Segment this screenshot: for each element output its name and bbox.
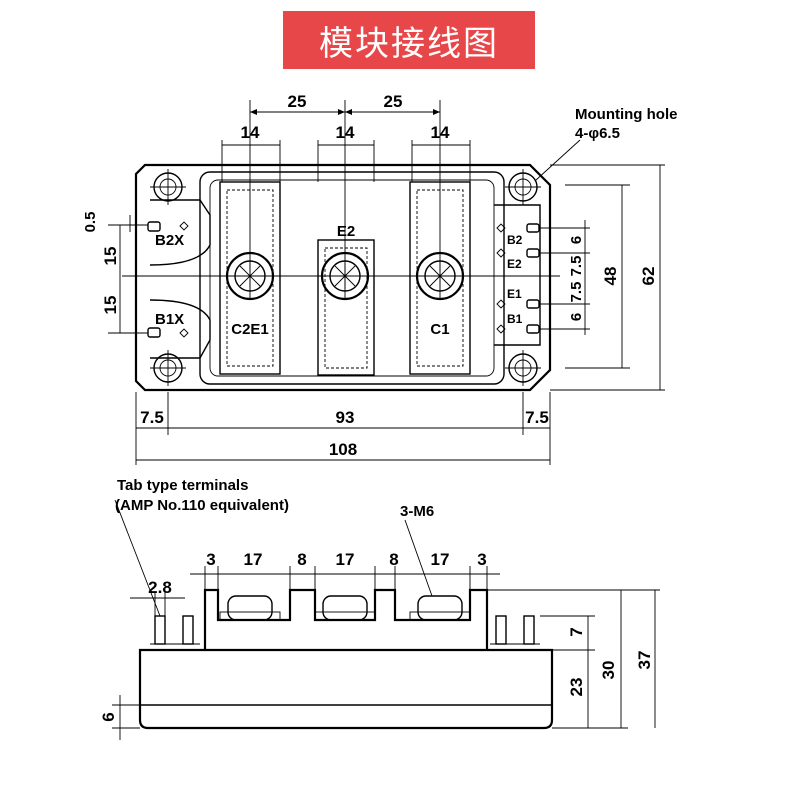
dim-height-inner: 48 (601, 267, 620, 286)
terminal-plate-e2 (317, 239, 375, 376)
dim-right-6-top: 6 (568, 236, 585, 244)
side-view: Tab type terminals (AMP No.110 equivalen… (99, 477, 660, 740)
dim-side-17-1: 17 (244, 550, 263, 569)
label-b2x: B2X (155, 232, 184, 249)
tab-terminal-b2x (147, 221, 189, 232)
dim-hole-span: 93 (336, 408, 355, 427)
dim-side-23: 23 (567, 678, 586, 697)
mounting-hole-spec: 4-φ6.5 (575, 125, 620, 142)
tab-type-equivalent: (AMP No.110 equivalent) (115, 497, 289, 514)
tab-type-label: Tab type terminals (117, 477, 248, 494)
dim-side-17-3: 17 (431, 550, 450, 569)
dim-side-8-2: 8 (389, 550, 398, 569)
side-screw-2 (314, 595, 376, 621)
top-view: 25 25 14 14 14 Mounting hole 4-φ6.5 0.5 … (82, 92, 677, 465)
left-upper-clip (149, 199, 211, 266)
side-tabs-right (490, 615, 540, 645)
dim-edge-left: 7.5 (140, 408, 164, 427)
dim-terminal-width-1: 14 (241, 123, 260, 142)
dim-base-height: 6 (99, 712, 118, 721)
dim-right-7-5-bottom: 7.5 (568, 282, 585, 303)
dim-right-7-5-top: 7.5 (568, 256, 585, 277)
side-screw-3 (409, 595, 471, 621)
dim-total-length: 108 (329, 440, 357, 459)
dim-side-30: 30 (599, 661, 618, 680)
label-c1: C1 (430, 321, 449, 338)
dim-terminal-width-2: 14 (336, 123, 355, 142)
label-b1x: B1X (155, 311, 184, 328)
label-b1: B1 (507, 312, 523, 326)
dim-side-3-left: 3 (206, 550, 215, 569)
dim-side-3-right: 3 (477, 550, 486, 569)
screw-spec-label: 3-M6 (400, 503, 434, 520)
mounting-hole-bottom-right (505, 350, 541, 386)
mounting-hole-top-right (505, 169, 541, 205)
dim-side-37: 37 (635, 651, 654, 670)
mounting-hole-label: Mounting hole (575, 106, 677, 123)
tab-terminal-b1x (147, 327, 189, 338)
label-e1: E1 (507, 287, 522, 301)
dim-left-lower: 15 (101, 296, 120, 315)
left-lower-clip (149, 299, 211, 359)
dim-edge-right: 7.5 (525, 408, 549, 427)
label-e2: E2 (507, 257, 522, 271)
mounting-hole-top-left (150, 169, 186, 205)
label-e2-main: E2 (337, 223, 355, 240)
bottom-dimensions (135, 392, 551, 465)
label-c2e1: C2E1 (231, 321, 269, 338)
dim-terminal-width-3: 14 (431, 123, 450, 142)
right-terminal-area (494, 204, 541, 346)
top-dimensions (221, 109, 471, 182)
dim-pitch-1: 25 (288, 92, 307, 111)
dim-pitch-2: 25 (384, 92, 403, 111)
dim-side-17-2: 17 (336, 550, 355, 569)
dim-side-8-1: 8 (297, 550, 306, 569)
dim-gap-small: 0.5 (82, 212, 99, 233)
right-dimensions (535, 139, 665, 391)
inner-frame-inner (209, 179, 495, 377)
left-dimensions (108, 215, 148, 334)
mounting-hole-bottom-left (150, 350, 186, 386)
side-base (138, 648, 554, 730)
diagram-title: 模块接线图 (283, 11, 535, 69)
inner-frame-outer (199, 171, 505, 385)
label-b2: B2 (507, 233, 523, 247)
tab-terminals-right (496, 223, 540, 334)
dim-side-7: 7 (567, 627, 586, 636)
dim-left-upper: 15 (101, 247, 120, 266)
dim-right-6-bottom: 6 (568, 313, 585, 321)
dim-height-total: 62 (639, 267, 658, 286)
side-screw-1 (219, 595, 281, 621)
side-tabs-left (150, 615, 200, 645)
dim-tab-width: 2.8 (148, 578, 172, 597)
module-outline (134, 163, 552, 392)
